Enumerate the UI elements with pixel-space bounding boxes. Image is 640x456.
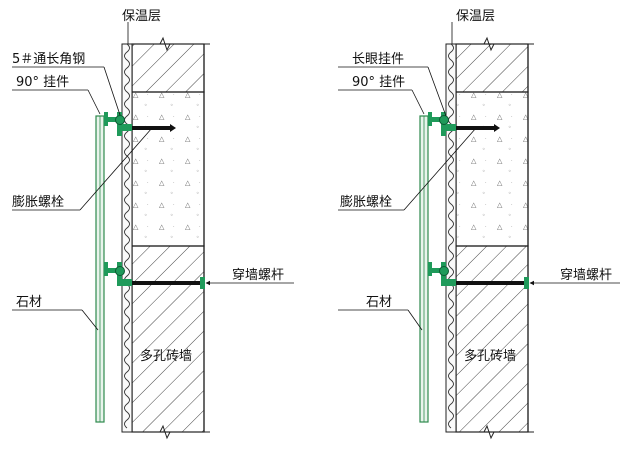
right-wall-label: 多孔砖墙 [464,348,516,364]
left-insulation-layer [121,43,133,433]
right-detail: 保温层 长眼挂件 90° 挂件 膨胀螺栓 石材 穿墙螺杆 多孔砖墙 [338,9,620,440]
right-slot-hanger-label: 长眼挂件 [352,52,404,67]
left-insulation-texture [124,43,130,429]
right-upper-bracket [428,112,500,136]
left-detail: 保温层 5＃通长角钢 90° 挂件 膨胀螺栓 石材 穿墙螺杆 多孔砖墙 [12,9,294,440]
left-insulation-label: 保温层 [122,9,161,24]
left-lower-bracket [104,262,205,289]
right-stone-label: 石材 [366,295,392,310]
left-leaders [12,22,294,331]
right-anchor-bolt-label: 膨胀螺栓 [340,195,392,210]
left-upper-bracket [104,112,176,136]
left-angle-steel-label: 5＃通长角钢 [12,52,85,67]
right-through-bolt-label: 穿墙螺杆 [560,267,612,283]
right-expansion-bolt [456,126,494,130]
right-masonry-wall-lower [455,245,529,433]
right-insulation-label: 保温层 [456,9,495,24]
left-anchor-bolt-label: 膨胀螺栓 [12,195,64,210]
left-stone-label: 石材 [16,295,42,310]
right-through-wall-bolt [456,281,526,285]
left-through-wall-bolt [132,281,202,285]
left-through-bolt-label: 穿墙螺杆 [232,267,284,283]
right-masonry-wall-upper [455,43,529,93]
left-masonry-wall-upper [131,43,205,93]
left-expansion-bolt [132,126,170,130]
left-wall-label: 多孔砖墙 [140,348,192,364]
right-concrete-band [455,91,529,247]
left-hanger-label: 90° 挂件 [16,75,69,90]
right-insulation-layer [445,43,457,433]
left-concrete-band [131,91,205,247]
right-hanger-label: 90° 挂件 [352,75,405,90]
right-leaders [338,22,620,331]
right-lower-bracket [428,262,529,289]
left-masonry-wall-lower [131,245,205,433]
